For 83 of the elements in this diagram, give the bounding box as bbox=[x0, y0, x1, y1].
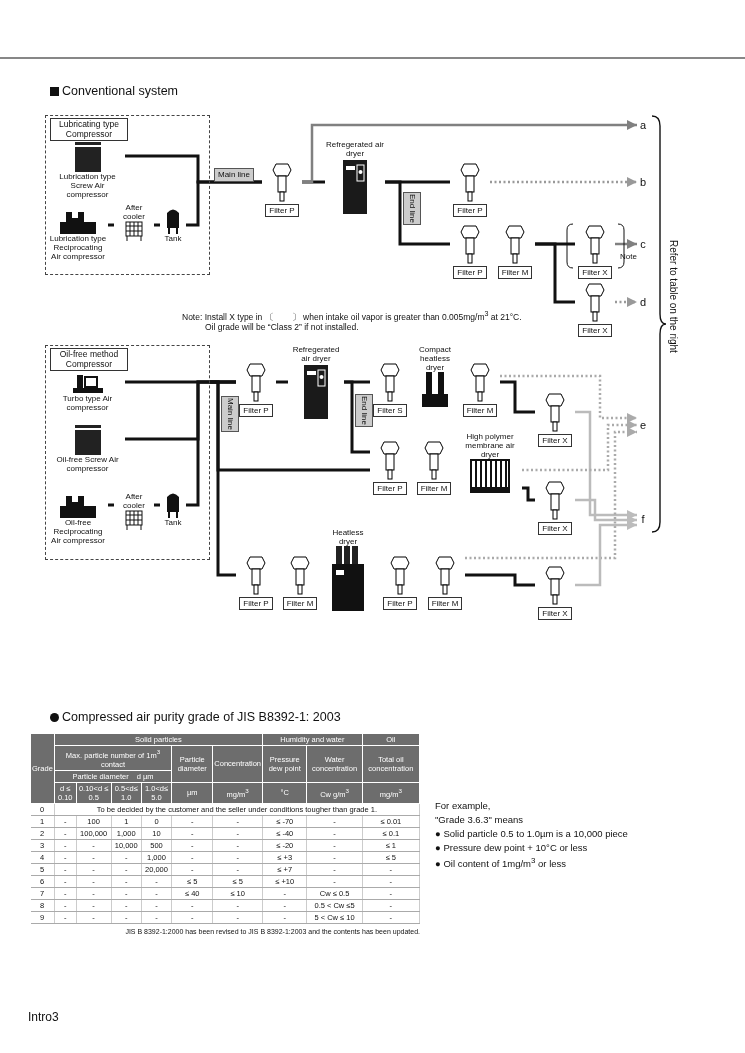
pipe-tag: Main line bbox=[221, 396, 239, 432]
equipment-caption: Heatless dryer bbox=[331, 528, 365, 546]
group-border bbox=[45, 115, 210, 275]
flow-arrow bbox=[575, 498, 637, 525]
group-title: Lubricating type Compressor bbox=[50, 118, 128, 141]
filter-tag: Filter X bbox=[538, 522, 572, 535]
pipe-line bbox=[108, 503, 114, 507]
filter-tag: Filter S bbox=[373, 404, 407, 417]
section-heading: Conventional system bbox=[62, 84, 179, 98]
example-text: ● Pressure dew point + 10°C or less bbox=[435, 842, 588, 853]
example-text: For example, bbox=[435, 800, 491, 811]
note-text: Note bbox=[620, 252, 637, 261]
pipe-line bbox=[302, 180, 325, 184]
pipe-line bbox=[186, 380, 236, 507]
flow-arrow bbox=[302, 120, 637, 184]
filter-tag: Filter M bbox=[282, 597, 318, 610]
filter-tag: Filter M bbox=[427, 597, 463, 610]
pipe-line bbox=[465, 573, 535, 587]
equipment-caption: Tank bbox=[164, 234, 182, 243]
pipe-line bbox=[154, 223, 160, 227]
flow-arrow bbox=[615, 239, 637, 249]
example-text: "Grade 3.6.3" means bbox=[435, 814, 524, 825]
example-text: ● Solid particle 0.5 to 1.0µm is a 10,000 piece bbox=[435, 828, 628, 839]
filter-tag: Filter P bbox=[453, 266, 487, 279]
flow-arrow bbox=[522, 420, 637, 472]
pipe-line bbox=[210, 380, 236, 577]
filter-tag: Filter P bbox=[453, 204, 487, 217]
page-number: Intro3 bbox=[28, 1010, 59, 1024]
pipe-line bbox=[186, 180, 262, 227]
outlet-letter: a bbox=[639, 118, 647, 132]
equipment-caption: After cooler bbox=[122, 203, 146, 221]
equipment-caption: Lubrication type Screw Air compressor bbox=[58, 172, 117, 199]
equipment-caption: High polymer membrane air dryer bbox=[464, 432, 516, 459]
note-text: Note: Install X type in 〔 〕 when intake oil vapor is greater than 0.005mg/m$^{3}$ at 21°C. bbox=[182, 310, 522, 323]
equipment-caption: Lubrication type Reciprocating Air compressor bbox=[48, 234, 108, 261]
filter-tag: Filter X bbox=[538, 607, 572, 620]
flow-arrow bbox=[575, 410, 637, 520]
flow-arrow bbox=[575, 520, 637, 587]
filter-tag: Filter M bbox=[497, 266, 533, 279]
pipe-tag: End line bbox=[403, 192, 421, 225]
filter-tag: Filter X bbox=[578, 266, 612, 279]
pipe-line bbox=[154, 503, 160, 507]
equipment-caption: Oil-free Reciprocating Air compressor bbox=[50, 518, 106, 545]
filter-tag: Filter P bbox=[265, 204, 299, 217]
equipment-caption: Compact heatless dryer bbox=[418, 345, 452, 372]
flow-arrow bbox=[465, 427, 637, 560]
example-text: ● Oil content of 1mg/m$^{3}$ or less bbox=[435, 856, 567, 870]
section-heading: Compressed air purity grade of JIS B8392-1: 2003 bbox=[62, 710, 341, 724]
group-title: Oil-free method Compressor bbox=[50, 348, 128, 371]
pipe-line bbox=[500, 380, 535, 414]
pipe-line bbox=[535, 242, 575, 304]
flow-arrow bbox=[500, 374, 637, 423]
pipe-line bbox=[108, 223, 114, 227]
note-text: Oil grade will be “Class 2” if not installed. bbox=[205, 322, 359, 332]
outlet-letter: e bbox=[639, 418, 647, 432]
flow-arrow bbox=[615, 297, 637, 307]
pipe-tag: Main line bbox=[214, 168, 254, 182]
pipe-line bbox=[344, 380, 370, 454]
filter-tag: Filter M bbox=[416, 482, 452, 495]
pipe-line bbox=[385, 180, 450, 246]
filter-tag: Filter X bbox=[578, 324, 612, 337]
equipment-caption: After cooler bbox=[122, 492, 146, 510]
pipe-line bbox=[522, 486, 535, 502]
filter-tag: Filter P bbox=[383, 597, 417, 610]
flow-arrow bbox=[490, 177, 637, 187]
filter-tag: Filter P bbox=[239, 404, 273, 417]
equipment-caption: Refregerated air dryer bbox=[291, 345, 341, 363]
equipment-caption: Turbo type Air compressor bbox=[61, 394, 114, 412]
filter-tag: Filter M bbox=[462, 404, 498, 417]
pipe-tag: End line bbox=[355, 394, 373, 427]
filter-tag: Filter P bbox=[373, 482, 407, 495]
equipment-caption: Refregerated air dryer bbox=[325, 140, 385, 158]
side-note: Refer to table on the right bbox=[668, 240, 679, 353]
filter-tag: Filter X bbox=[538, 434, 572, 447]
outlet-letter: f bbox=[641, 512, 645, 526]
outlet-letter: b bbox=[639, 175, 647, 189]
equipment-caption: Tank bbox=[164, 518, 182, 527]
pipe-line bbox=[276, 380, 288, 384]
equipment-caption: Oil-free Screw Air compressor bbox=[55, 455, 120, 473]
outlet-letter: d bbox=[639, 295, 647, 309]
group-border bbox=[45, 345, 210, 560]
outlet-letter: c bbox=[640, 237, 646, 251]
filter-tag: Filter P bbox=[239, 597, 273, 610]
